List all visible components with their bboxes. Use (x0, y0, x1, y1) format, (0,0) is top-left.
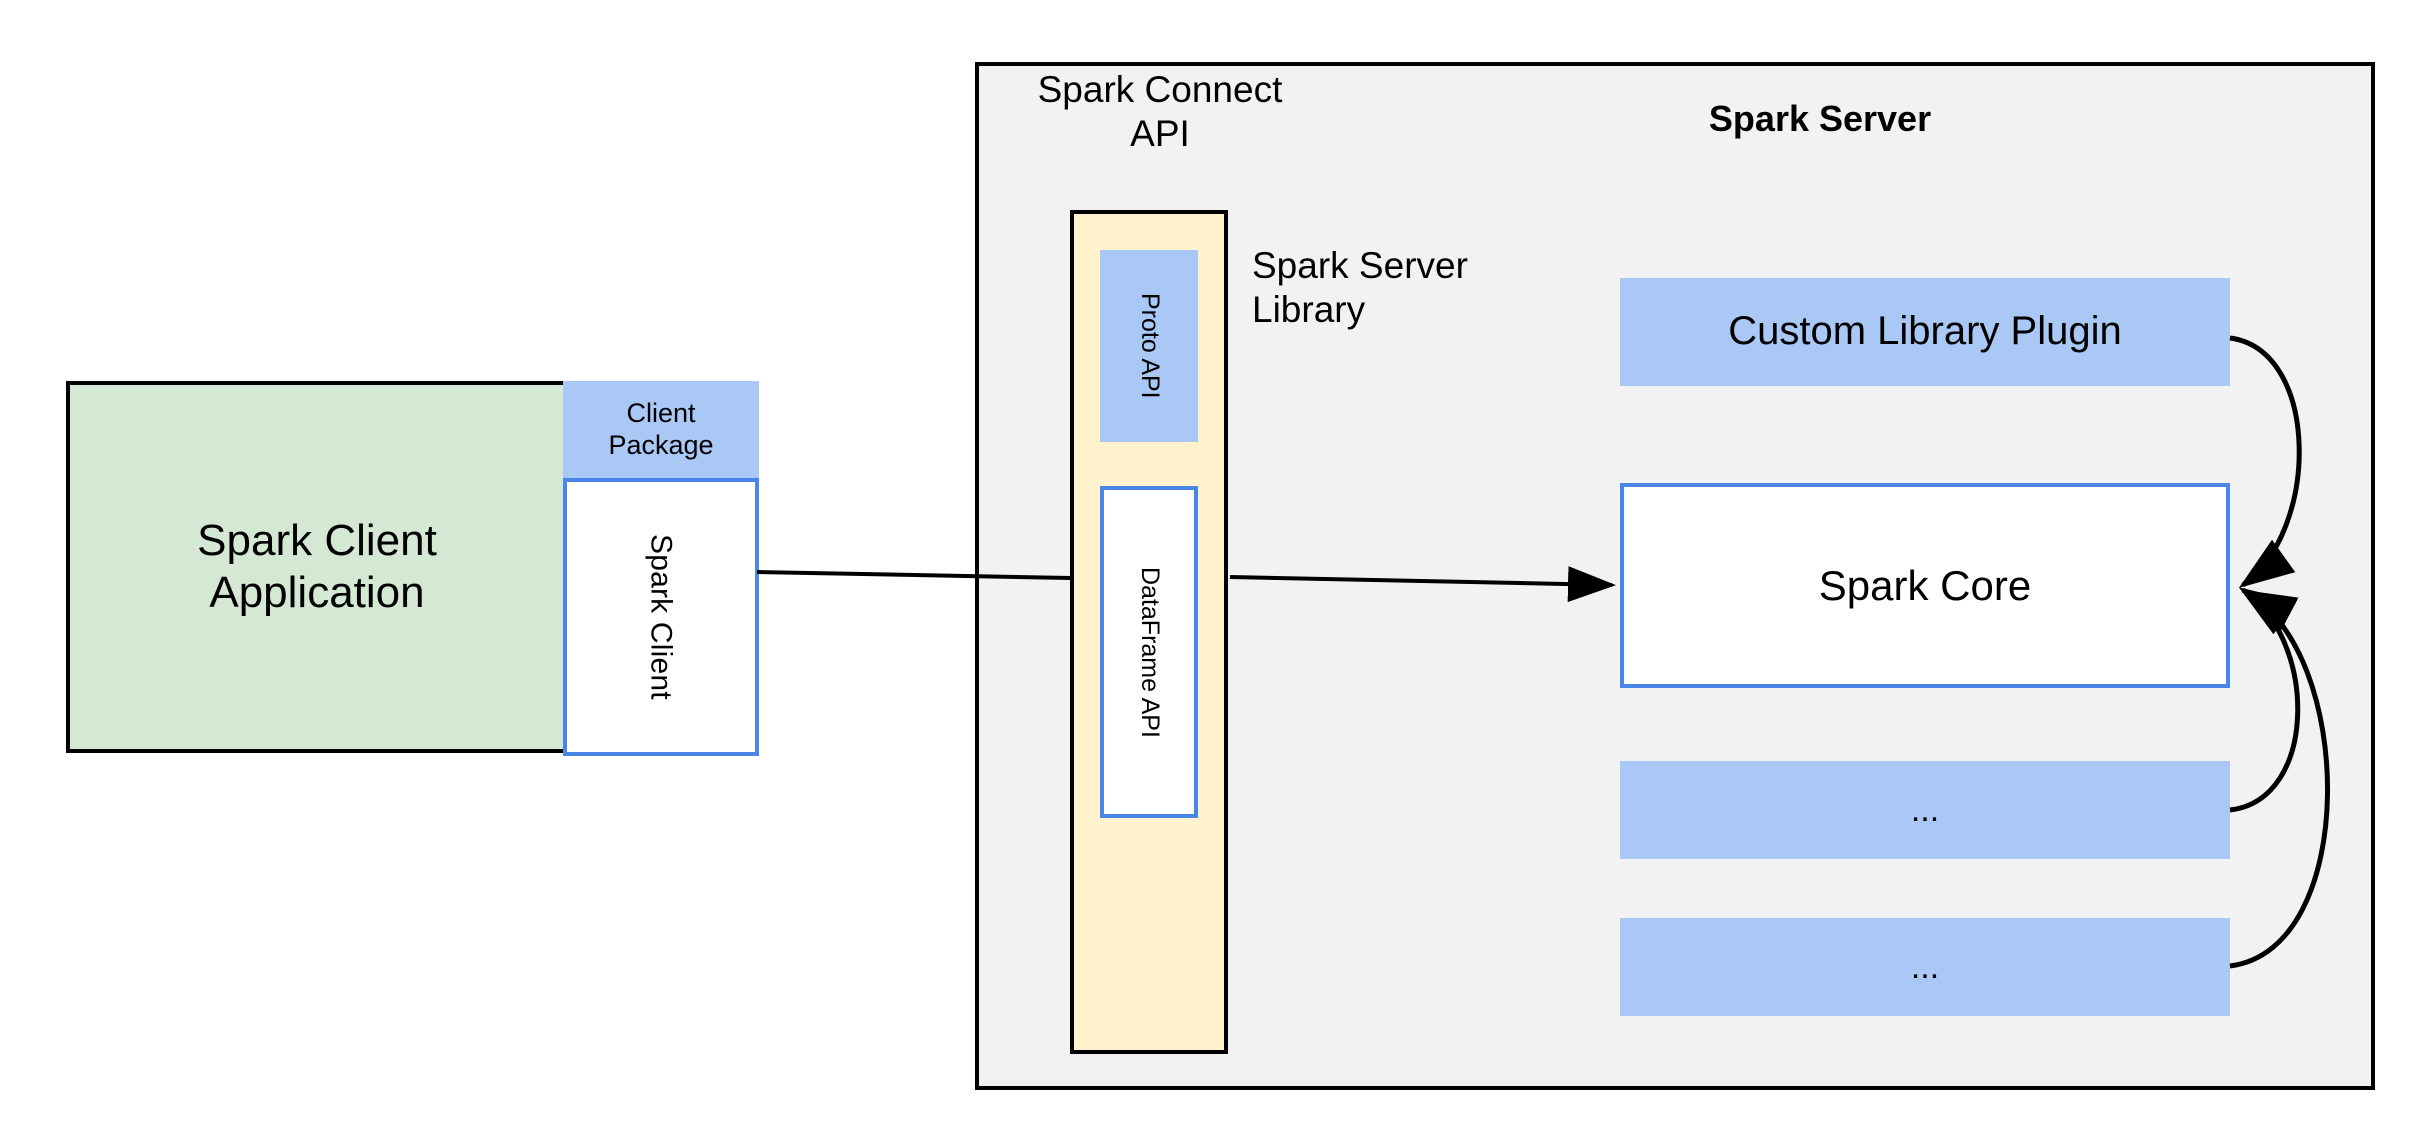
spark-client-application-label: Spark Client Application (197, 516, 437, 617)
spark-client-box[interactable]: Spark Client (563, 478, 759, 756)
dataframe-api-box[interactable]: DataFrame API (1100, 486, 1198, 818)
spark-connect-api-text: Spark Connect API (1037, 69, 1283, 154)
proto-api-label: Proto API (1135, 293, 1164, 399)
client-package-label: Client Package (608, 397, 714, 460)
dataframe-api-label: DataFrame API (1135, 566, 1164, 738)
stack-ellipsis-box-1[interactable]: ... (1620, 761, 2230, 859)
stack-ellipsis-label-1: ... (1910, 790, 1940, 829)
proto-api-box[interactable]: Proto API (1100, 250, 1198, 442)
stack-ellipsis-box-2[interactable]: ... (1620, 918, 2230, 1016)
spark-connect-api-label: Spark Connect API (1000, 68, 1320, 156)
custom-library-plugin-box[interactable]: Custom Library Plugin (1620, 278, 2230, 386)
custom-library-plugin-label: Custom Library Plugin (1728, 309, 2122, 354)
stack-ellipsis-label-2: ... (1910, 947, 1940, 986)
spark-server-library-text: Spark Server Library (1252, 245, 1468, 330)
spark-core-box[interactable]: Spark Core (1620, 483, 2230, 688)
spark-client-label: Spark Client (644, 534, 678, 700)
spark-server-title: Spark Server (1600, 96, 2040, 142)
client-package-box[interactable]: Client Package (563, 381, 759, 478)
spark-client-application-box[interactable]: Spark Client Application (66, 381, 568, 753)
spark-server-title-text: Spark Server (1708, 97, 1932, 139)
spark-core-label: Spark Core (1818, 561, 2032, 609)
spark-server-library-label: Spark Server Library (1252, 244, 1562, 334)
